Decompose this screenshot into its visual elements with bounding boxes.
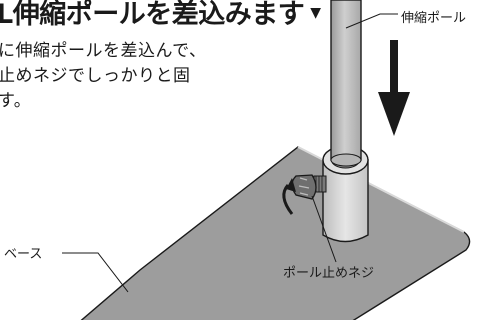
- tighten-rotation-arrow: [282, 178, 296, 215]
- pole-label: 伸縮ポール: [399, 7, 469, 26]
- lock-screw: [291, 174, 327, 200]
- telescopic-pole: [330, 0, 362, 167]
- pole-leader-line: [345, 13, 398, 29]
- base-leader-line: [62, 252, 129, 293]
- instruction-line-3: す。: [0, 91, 32, 111]
- screw-leader-line: [311, 195, 337, 263]
- instruction-line-2: 止めネジでしっかりと固: [0, 66, 191, 86]
- instruction-line-1: に伸縮ポールを差込んで、: [0, 41, 207, 61]
- base-label: ベース: [2, 243, 45, 262]
- screw-label: ポール止めネジ: [283, 266, 375, 281]
- heading-marker-icon: ▼: [310, 5, 321, 21]
- heading-text: L伸縮ポールを差込みます: [0, 0, 305, 30]
- base-plate: [80, 146, 471, 320]
- section-heading: L伸縮ポールを差込みます ▼: [0, 0, 321, 31]
- insert-arrow: [378, 40, 410, 136]
